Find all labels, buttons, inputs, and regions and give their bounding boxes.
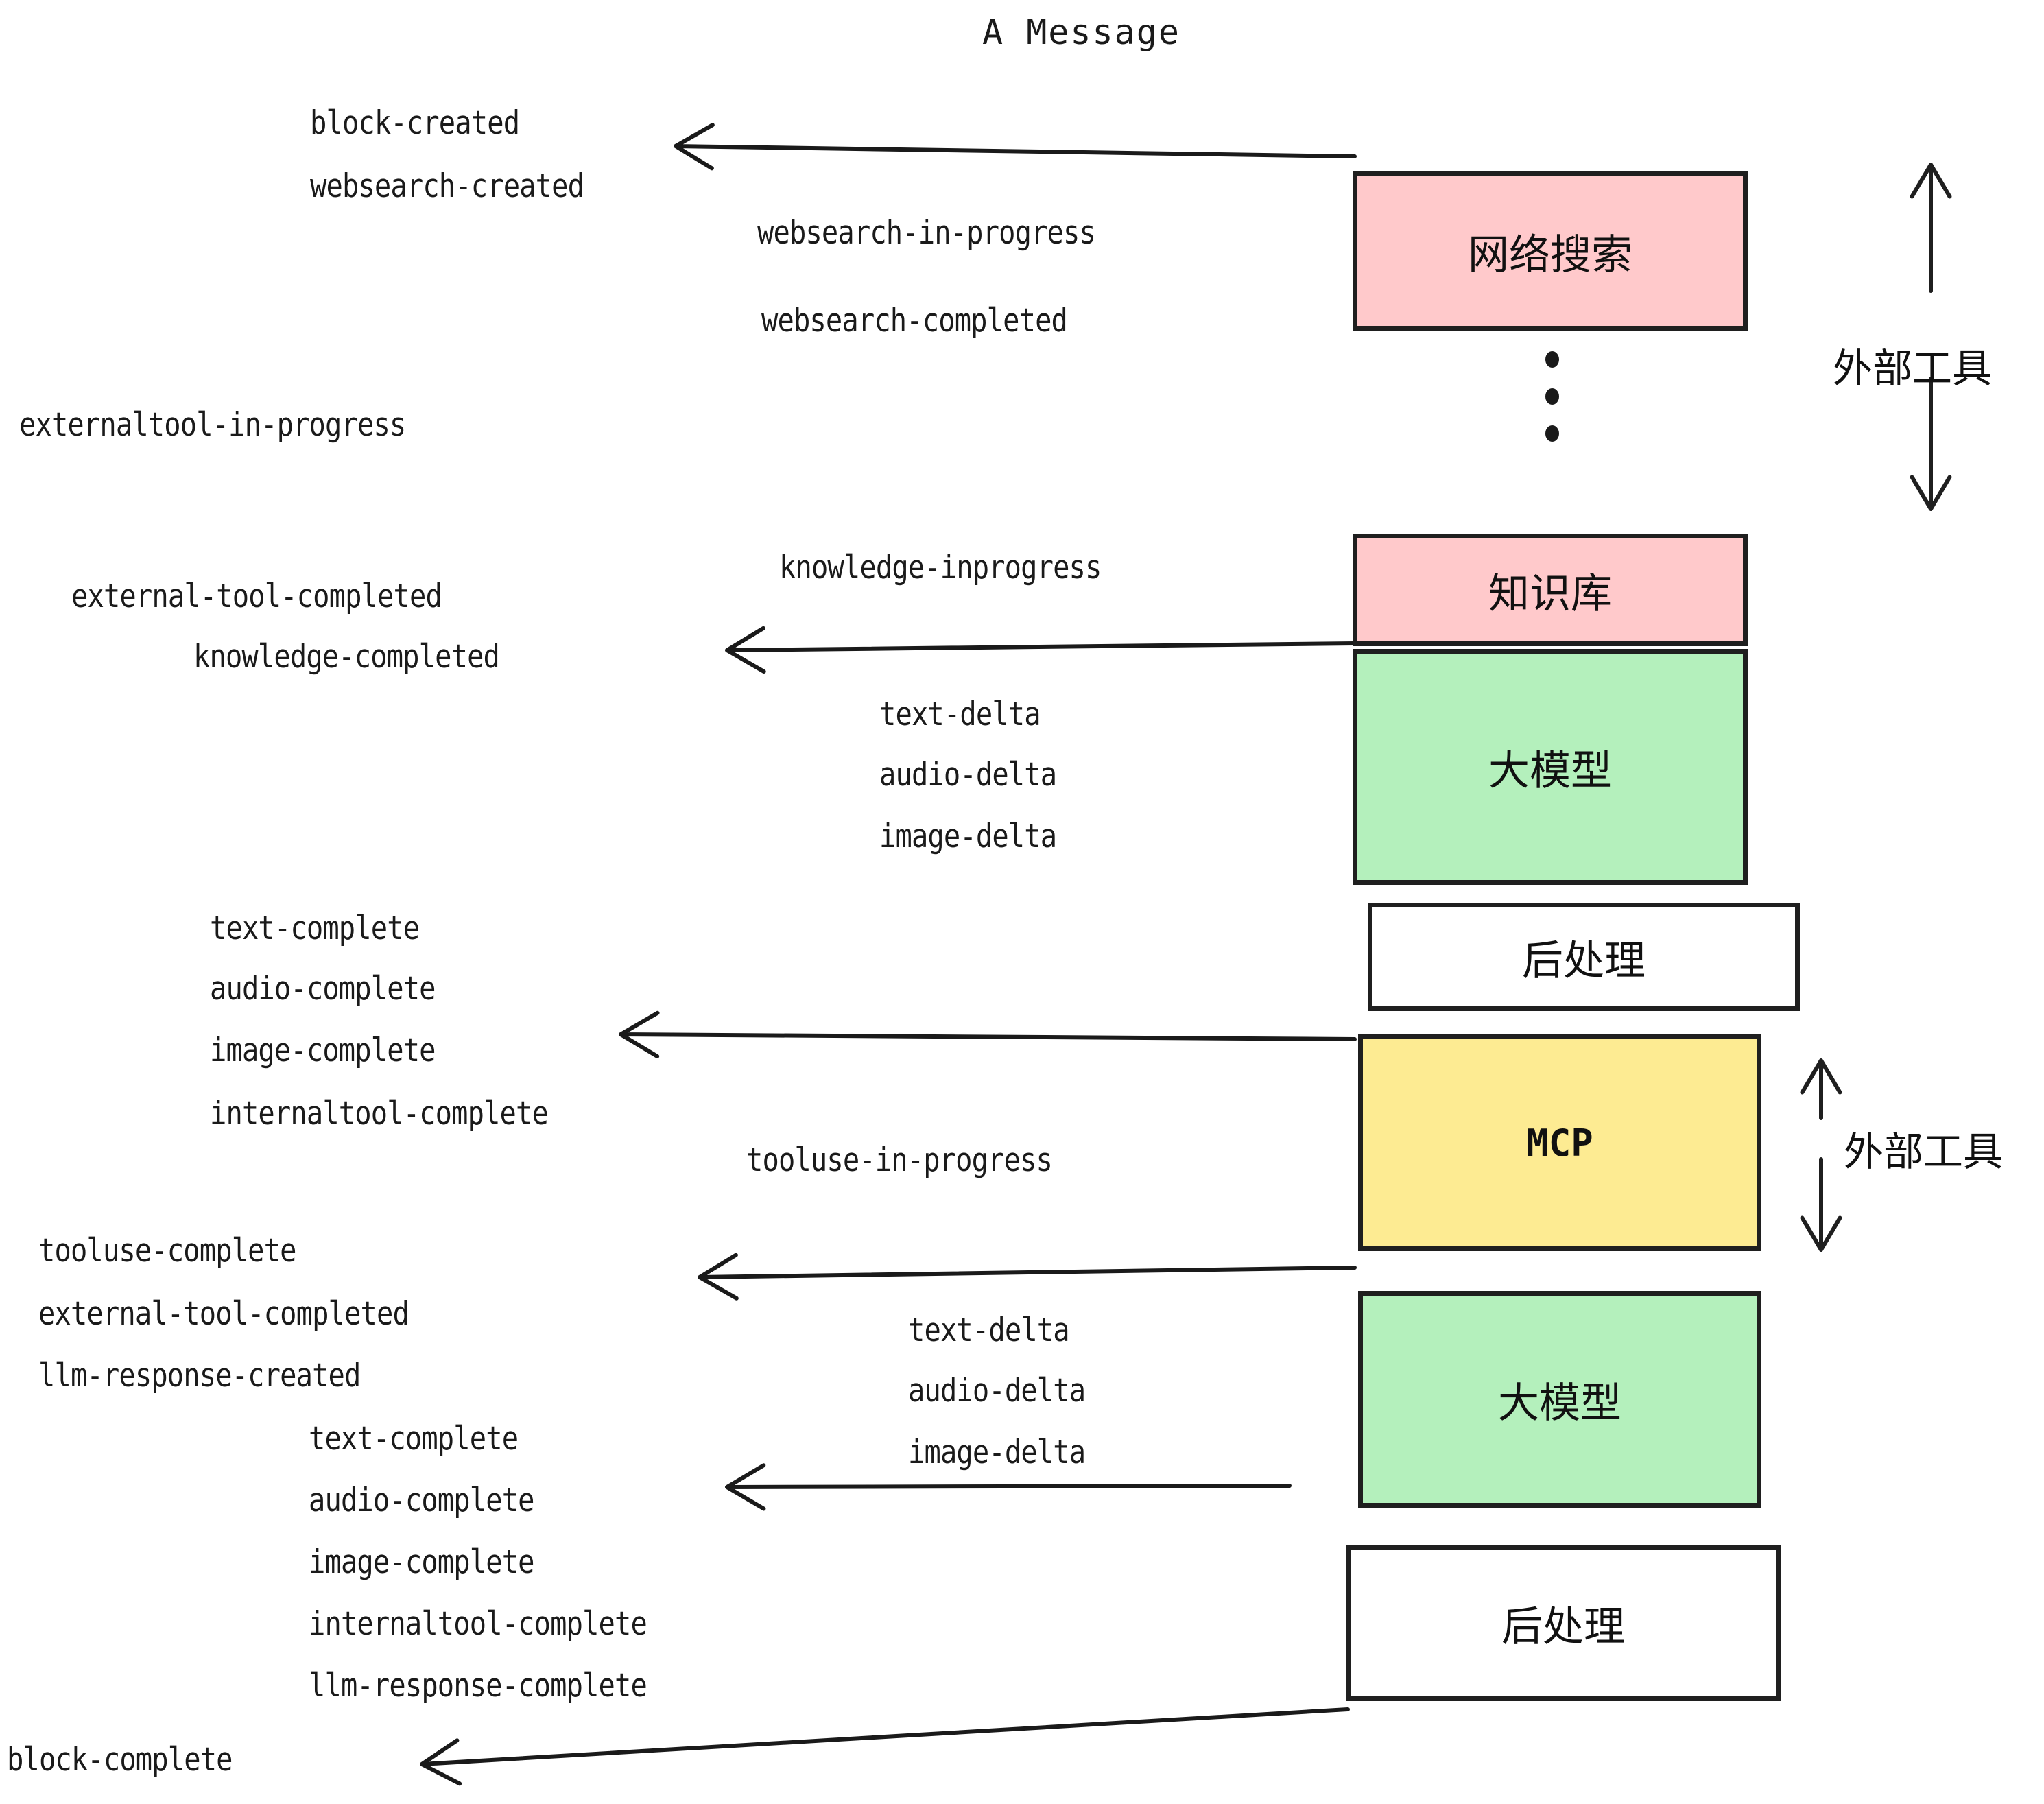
event-label-llm-response-complete: llm-response-complete: [309, 1667, 647, 1705]
event-label-tooluse-in-progress: tooluse-in-progress: [746, 1141, 1053, 1179]
arrow-block-complete: [420, 1707, 1350, 1786]
ellipsis-dot: [1545, 425, 1559, 442]
box-websearch: 网络搜索: [1353, 171, 1748, 331]
event-label-internaltool-complete-1: internaltool-complete: [210, 1095, 549, 1132]
event-label-llm-response-created: llm-response-created: [38, 1357, 361, 1394]
event-label-knowledge-completed: knowledge-completed: [193, 638, 500, 676]
box-postprocess-lower: 后处理: [1346, 1545, 1781, 1701]
event-label-internaltool-complete-2: internaltool-complete: [309, 1605, 647, 1643]
event-label-knowledge-inprogress: knowledge-inprogress: [779, 549, 1102, 586]
arrow-audio-complete: [725, 1463, 1292, 1511]
external-tools-top-down: [1910, 377, 1952, 511]
box-postprocess-upper: 后处理: [1368, 903, 1800, 1011]
arrow-websearch-created: [674, 123, 1357, 171]
event-label-audio-complete-2: audio-complete: [309, 1482, 535, 1519]
ellipsis-dot: [1545, 388, 1559, 405]
event-label-text-complete-2: text-complete: [309, 1420, 519, 1458]
arrow-knowledge-completed: [725, 626, 1357, 674]
event-label-websearch-completed: websearch-completed: [761, 302, 1068, 340]
event-label-image-complete-2: image-complete: [309, 1543, 535, 1581]
event-label-audio-delta-2: audio-delta: [908, 1372, 1086, 1410]
event-label-text-complete-1: text-complete: [210, 910, 420, 947]
ellipsis-dot: [1545, 351, 1559, 368]
external-tools-bottom-up: [1800, 1058, 1842, 1120]
event-label-websearch-in-progress: websearch-in-progress: [757, 214, 1096, 252]
event-label-text-delta-2: text-delta: [908, 1312, 1070, 1349]
event-label-image-complete-1: image-complete: [210, 1032, 436, 1069]
event-label-tooluse-complete: tooluse-complete: [38, 1232, 296, 1270]
side-label-external-tools-top: 外部工具: [1833, 345, 1993, 392]
side-label-external-tools-bottom: 外部工具: [1844, 1128, 2004, 1175]
event-label-externaltool-in-progress: externaltool-in-progress: [19, 406, 406, 444]
event-label-websearch-created: websearch-created: [310, 167, 584, 205]
event-label-image-delta-1: image-delta: [879, 818, 1057, 855]
box-mcp: MCP: [1358, 1034, 1761, 1251]
external-tools-bottom-down: [1800, 1157, 1842, 1252]
box-llm-lower: 大模型: [1358, 1291, 1761, 1508]
box-knowledge: 知识库: [1353, 534, 1748, 646]
event-label-audio-delta-1: audio-delta: [879, 756, 1057, 794]
event-label-text-delta-1: text-delta: [879, 696, 1041, 733]
event-label-external-tool-completed-1: external-tool-completed: [71, 578, 442, 615]
event-label-external-tool-completed-2: external-tool-completed: [38, 1295, 409, 1333]
event-label-block-complete: block-complete: [7, 1741, 233, 1779]
arrow-image-complete: [619, 1010, 1357, 1058]
vertical-ellipsis-icon: [1545, 351, 1559, 442]
box-llm-upper: 大模型: [1353, 649, 1748, 885]
external-tools-top-up: [1910, 163, 1952, 293]
page-title: A Message: [982, 12, 1180, 52]
arrow-tooluse-complete: [698, 1253, 1357, 1301]
event-label-image-delta-2: image-delta: [908, 1434, 1086, 1471]
event-label-block-created: block-created: [310, 104, 520, 142]
event-label-audio-complete-1: audio-complete: [210, 970, 436, 1008]
